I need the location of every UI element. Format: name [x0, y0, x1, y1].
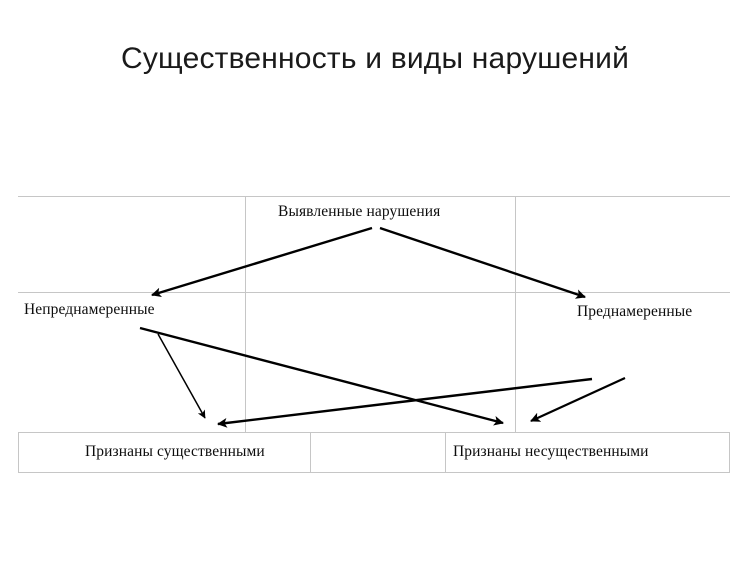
edge-unintentional-to-material — [157, 333, 206, 419]
grid-vline-cell-4 — [729, 432, 730, 472]
grid-vline-left — [245, 196, 246, 432]
edge-unintentional-to-immaterial — [139, 326, 504, 426]
edge-intentional-to-material — [217, 377, 593, 428]
grid-vline-cell-1 — [18, 432, 19, 472]
grid-vline-cell-2 — [310, 432, 311, 472]
edge-intentional-to-immaterial — [530, 376, 626, 423]
node-material: Признаны существенными — [85, 443, 265, 460]
grid-hline-bottom — [18, 472, 730, 473]
grid-hline-top — [18, 196, 730, 197]
node-intentional: Преднамеренные — [577, 303, 693, 320]
grid-vline-right — [515, 196, 516, 432]
edge-root-to-intentional — [379, 226, 586, 299]
grid-hline-mid — [18, 292, 730, 293]
node-root: Выявленные нарушения — [278, 203, 441, 220]
node-unintentional: Непреднамеренные — [24, 301, 155, 318]
grid-hline-row — [18, 432, 730, 433]
node-immaterial: Признаны несущественными — [453, 443, 649, 460]
page-title: Существенность и виды нарушений — [120, 42, 630, 75]
grid-vline-cell-3 — [445, 432, 446, 472]
edge-root-to-unintentional — [151, 226, 373, 298]
